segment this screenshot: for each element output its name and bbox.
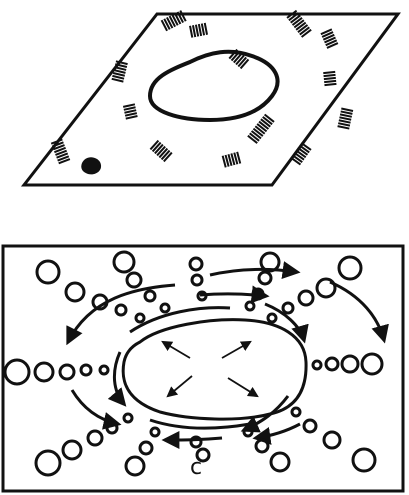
hatch-mark — [112, 76, 124, 79]
particle-circle — [271, 453, 289, 471]
hatch-mark — [126, 116, 138, 119]
arrow-inner-arc-bottom — [150, 420, 250, 428]
particle-circle — [66, 283, 84, 301]
top-dark-blot — [81, 157, 101, 174]
hatch-mark — [202, 24, 204, 36]
hatch-mark — [199, 24, 201, 36]
bottom-letter: c — [190, 455, 202, 480]
particle-circle — [36, 451, 60, 475]
hatch-mark — [115, 67, 127, 70]
bottom-panel: c — [3, 246, 403, 491]
particle-circle — [362, 354, 382, 374]
particle-circle — [88, 431, 102, 445]
hatch-mark — [324, 84, 336, 85]
particle-circle — [259, 272, 271, 284]
central-cell-outline — [123, 320, 306, 419]
top-parallelogram — [24, 14, 398, 185]
particle-circle — [37, 261, 59, 283]
hatch-mark — [124, 107, 136, 110]
particle-circle — [5, 360, 29, 384]
particle-circle — [161, 304, 169, 312]
particle-circle — [246, 302, 254, 310]
hatch-mark — [193, 25, 195, 37]
hatch-mark — [124, 110, 136, 113]
particle-circle — [326, 358, 338, 370]
arrow-top-inner — [200, 294, 266, 296]
particle-circle — [190, 258, 202, 270]
outflow-arrow-nw — [163, 342, 190, 358]
hatch-mark — [324, 81, 336, 82]
particle-circle — [317, 279, 335, 297]
particle-circle — [256, 440, 268, 452]
particle-circle — [35, 363, 53, 381]
outflow-arrows — [163, 342, 257, 396]
particle-circle — [304, 420, 316, 432]
hatch-mark — [125, 113, 137, 116]
particle-circle — [116, 305, 126, 315]
top-hatch-marks — [51, 11, 353, 168]
hatch-mark — [339, 120, 351, 122]
hatch-mark — [190, 26, 192, 38]
arrow-left-down — [72, 390, 118, 424]
particle-circle — [136, 314, 144, 322]
particle-circle — [60, 365, 74, 379]
hatch-mark — [341, 111, 353, 113]
hatch-mark — [341, 108, 353, 110]
particle-circle — [100, 366, 108, 374]
particle-circle — [324, 432, 340, 448]
hatch-mark — [338, 126, 350, 128]
hatch-mark — [205, 23, 207, 35]
particle-circle — [192, 275, 202, 285]
particle-circle — [127, 273, 141, 287]
arrow-top-right — [210, 269, 297, 275]
arrow-bottom-right — [256, 424, 300, 438]
particle-circle — [63, 441, 81, 459]
particle-circle — [151, 428, 159, 436]
particle-circle — [124, 414, 132, 422]
hatch-mark — [113, 73, 125, 76]
particle-circle — [114, 252, 134, 272]
particle-circle — [244, 428, 252, 436]
arrow-bottom-inner-right — [244, 396, 288, 430]
hatch-mark — [338, 123, 350, 125]
arrow-right-down — [330, 282, 384, 340]
particle-circle — [313, 361, 321, 369]
top-central-blob — [150, 52, 278, 120]
hatch-mark — [112, 79, 124, 82]
hatch-mark — [324, 75, 336, 76]
particle-circle — [299, 291, 313, 305]
particle-circle — [81, 365, 91, 375]
top-panel — [24, 11, 398, 185]
particle-circle — [140, 442, 152, 454]
particle-circle — [353, 449, 375, 471]
particle-circle — [339, 257, 361, 279]
hatch-mark — [114, 70, 126, 73]
particle-circle — [145, 291, 155, 301]
hatch-mark — [324, 78, 336, 79]
hatch-mark — [323, 72, 335, 73]
particle-circle — [342, 356, 358, 372]
particle-circle — [191, 437, 201, 447]
particle-circle — [283, 303, 293, 313]
hatch-mark — [339, 117, 351, 119]
outflow-arrow-sw — [168, 376, 192, 396]
particle-circle — [107, 423, 117, 433]
particle-circle — [292, 408, 300, 416]
particle-circles — [5, 252, 382, 475]
hatch-mark — [196, 25, 198, 37]
particle-circle — [268, 314, 276, 322]
circulation-arrows — [68, 269, 384, 440]
outflow-arrow-se — [228, 378, 257, 396]
hatch-mark — [123, 104, 135, 107]
particle-circle — [126, 457, 144, 475]
hatch-mark — [340, 114, 352, 116]
outflow-arrow-ne — [222, 342, 250, 358]
